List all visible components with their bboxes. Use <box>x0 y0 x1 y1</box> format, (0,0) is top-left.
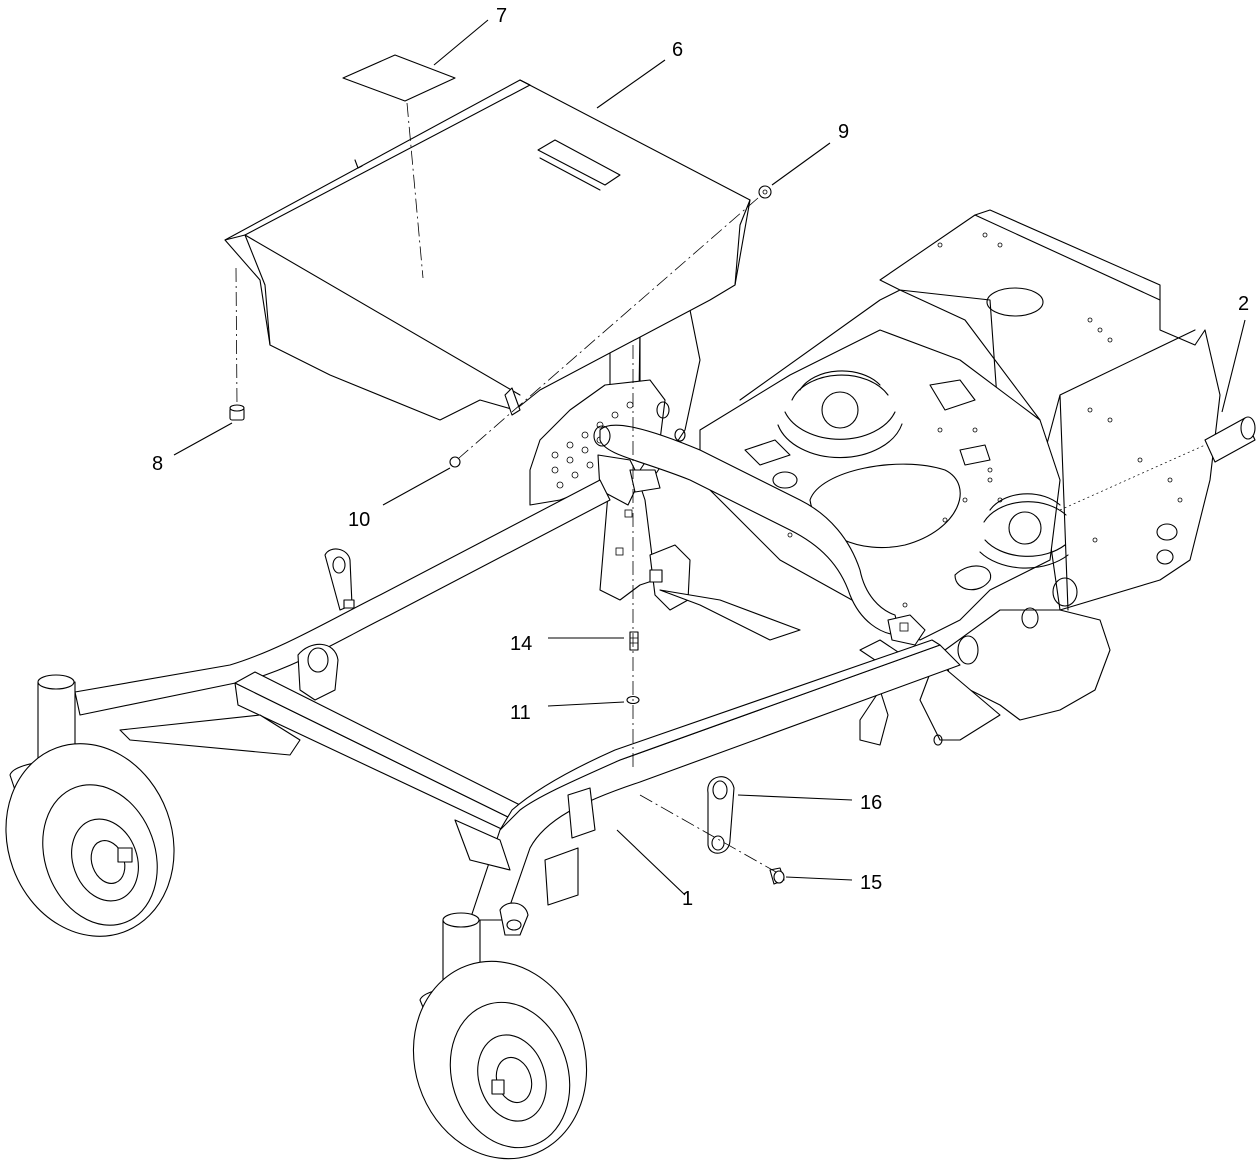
grommet-8 <box>229 404 245 421</box>
callout-9: 9 <box>838 121 849 143</box>
bolt-14 <box>629 631 639 651</box>
foot-pad <box>342 54 456 102</box>
tie-down-16 <box>707 776 735 854</box>
callout-8: 8 <box>152 453 163 475</box>
nut-9 <box>758 185 772 199</box>
callout-6: 6 <box>672 39 683 61</box>
callout-10: 10 <box>348 509 370 531</box>
rear-caster-assembly <box>5 674 175 937</box>
handle-grip <box>1204 416 1256 463</box>
callout-2: 2 <box>1238 293 1249 315</box>
main-frame <box>74 479 961 936</box>
callout-14: 14 <box>510 633 532 655</box>
callout-labels: 1 2 6 7 8 9 10 11 14 15 16 <box>152 5 1249 910</box>
callout-16: 16 <box>860 792 882 814</box>
washer-10 <box>449 456 461 468</box>
bolt-15 <box>769 867 785 885</box>
callout-11: 11 <box>510 702 531 724</box>
upper-cross-tube <box>593 424 926 646</box>
callout-1: 1 <box>682 888 693 910</box>
footrest-cover <box>224 79 751 421</box>
engine-deck-plate <box>529 209 1221 746</box>
callout-7: 7 <box>496 5 507 27</box>
callout-15: 15 <box>860 872 882 894</box>
front-caster-assembly <box>412 912 588 1160</box>
assembly-centerlines <box>235 102 1206 873</box>
callout-leaders <box>173 19 1246 896</box>
